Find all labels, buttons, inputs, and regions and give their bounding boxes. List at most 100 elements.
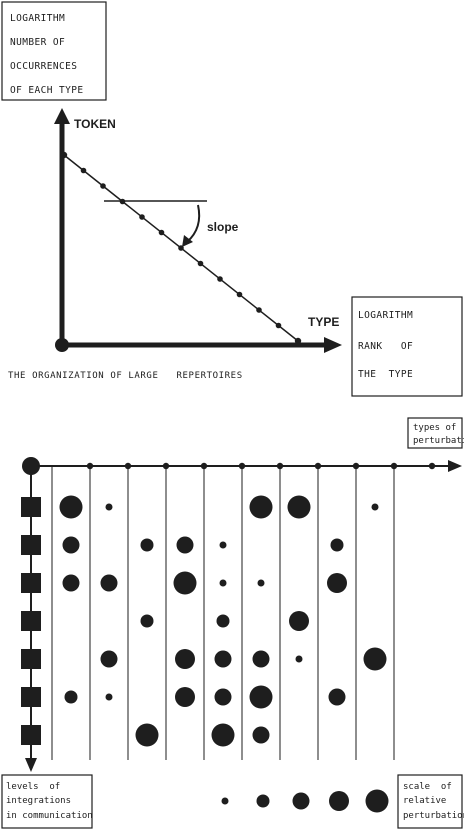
- perturbation-axis-arrowhead: [448, 460, 462, 472]
- levels-of-integration-box: [1, 774, 93, 829]
- perturbation-circle: [371, 503, 379, 511]
- row-marker: [21, 611, 41, 631]
- perturbation-circle: [175, 649, 195, 669]
- line-point: [158, 229, 165, 236]
- y-box-line: LOGARITHM: [10, 13, 65, 24]
- levels-axis-arrowhead: [25, 758, 37, 772]
- scale-box-line: perturbation: [403, 811, 464, 821]
- slope-angle-arc: [186, 204, 201, 243]
- perturbation-circle: [100, 650, 118, 668]
- column-marker: [390, 462, 398, 470]
- perturbation-circle: [62, 536, 80, 554]
- column-marker: [238, 462, 246, 470]
- line-point: [80, 167, 87, 174]
- perturbation-circle: [62, 574, 80, 592]
- scale-box-line: scale of: [403, 782, 452, 792]
- perturbation-circle: [214, 688, 232, 706]
- types-box-line: perturbation: [413, 436, 464, 446]
- scale-of-perturbation-box: [397, 774, 463, 829]
- scale-circle: [256, 794, 270, 808]
- line-point: [256, 307, 262, 313]
- bottom-diagram: types of perturbation levels of integrat…: [1, 417, 464, 829]
- column-marker: [314, 462, 322, 470]
- line-point: [294, 337, 302, 345]
- perturbation-circle: [135, 723, 159, 747]
- row-marker: [21, 535, 41, 555]
- column-marker: [162, 462, 170, 470]
- perturbation-circle: [287, 495, 311, 519]
- perturbation-circle: [59, 495, 83, 519]
- levels-box-line: in communication: [6, 811, 93, 821]
- line-point: [100, 183, 106, 189]
- row-marker: [21, 649, 41, 669]
- perturbation-circle: [257, 579, 265, 587]
- grid-origin-dot: [22, 457, 40, 475]
- slope-label: slope: [207, 220, 239, 234]
- row-marker: [21, 725, 41, 745]
- perturbation-circle: [140, 538, 154, 552]
- perturbation-circle: [175, 687, 195, 707]
- y-axis-caption-box: [1, 1, 107, 101]
- perturbation-circle: [295, 655, 303, 663]
- scale-circle: [292, 792, 310, 810]
- perturbation-circle: [330, 538, 344, 552]
- perturbation-circle: [289, 611, 309, 631]
- line-points: [60, 151, 302, 345]
- diagram-caption: THE ORGANIZATION OF LARGE REPERTOIRES: [8, 371, 243, 381]
- row-marker: [21, 573, 41, 593]
- perturbation-circle: [214, 650, 232, 668]
- y-axis-arrowhead: [54, 108, 70, 124]
- scale-circle: [221, 797, 229, 805]
- line-point: [275, 322, 282, 329]
- line-point: [197, 260, 204, 267]
- line-point: [217, 276, 223, 282]
- perturbation-circle: [249, 685, 273, 709]
- perturbation-circle: [140, 614, 154, 628]
- perturbation-circle: [328, 688, 346, 706]
- perturbation-circle: [173, 571, 197, 595]
- perturbation-circle: [216, 614, 230, 628]
- perturbation-circle: [363, 647, 387, 671]
- perturbation-circle: [100, 574, 118, 592]
- column-marker: [276, 462, 284, 470]
- x-box-line: LOGARITHM: [358, 310, 413, 321]
- scale-circle: [365, 789, 389, 813]
- row-marker: [21, 687, 41, 707]
- scale-box-line: relative: [403, 796, 446, 806]
- perturbation-circle: [105, 503, 113, 511]
- line-point: [60, 151, 68, 159]
- column-markers: [86, 462, 436, 470]
- column-dividers: [51, 466, 395, 760]
- x-axis-label: TYPE: [308, 315, 339, 329]
- perturbation-circle: [219, 541, 227, 549]
- levels-box-line: integrations: [6, 796, 71, 806]
- line-point: [139, 214, 145, 220]
- top-diagram: LOGARITHM NUMBER OF OCCURRENCES OF EACH …: [1, 1, 463, 397]
- origin-dot: [55, 338, 69, 352]
- perturbation-circle: [252, 726, 270, 744]
- levels-box-line: levels of: [6, 782, 60, 792]
- perturbation-circle: [105, 693, 113, 701]
- slope-arrowhead: [182, 235, 193, 247]
- perturbation-circle: [176, 536, 194, 554]
- column-marker: [428, 462, 436, 470]
- types-of-perturbation-box: [407, 417, 463, 449]
- types-box-line: types of: [413, 423, 456, 433]
- x-box-line: THE TYPE: [358, 369, 413, 380]
- row-marker: [21, 497, 41, 517]
- perturbation-circle: [219, 579, 227, 587]
- column-marker: [200, 462, 208, 470]
- column-marker: [124, 462, 132, 470]
- relative-perturbation-scale: [221, 789, 389, 813]
- row-markers: [21, 497, 41, 745]
- x-axis-arrowhead: [324, 337, 342, 353]
- perturbation-grid: [59, 495, 387, 747]
- perturbation-circle: [249, 495, 273, 519]
- y-box-line: OCCURRENCES: [10, 61, 77, 72]
- column-marker: [352, 462, 360, 470]
- perturbation-circle: [252, 650, 270, 668]
- y-box-line: OF EACH TYPE: [10, 85, 83, 96]
- perturbation-circle: [211, 723, 235, 747]
- scale-circle: [329, 791, 349, 811]
